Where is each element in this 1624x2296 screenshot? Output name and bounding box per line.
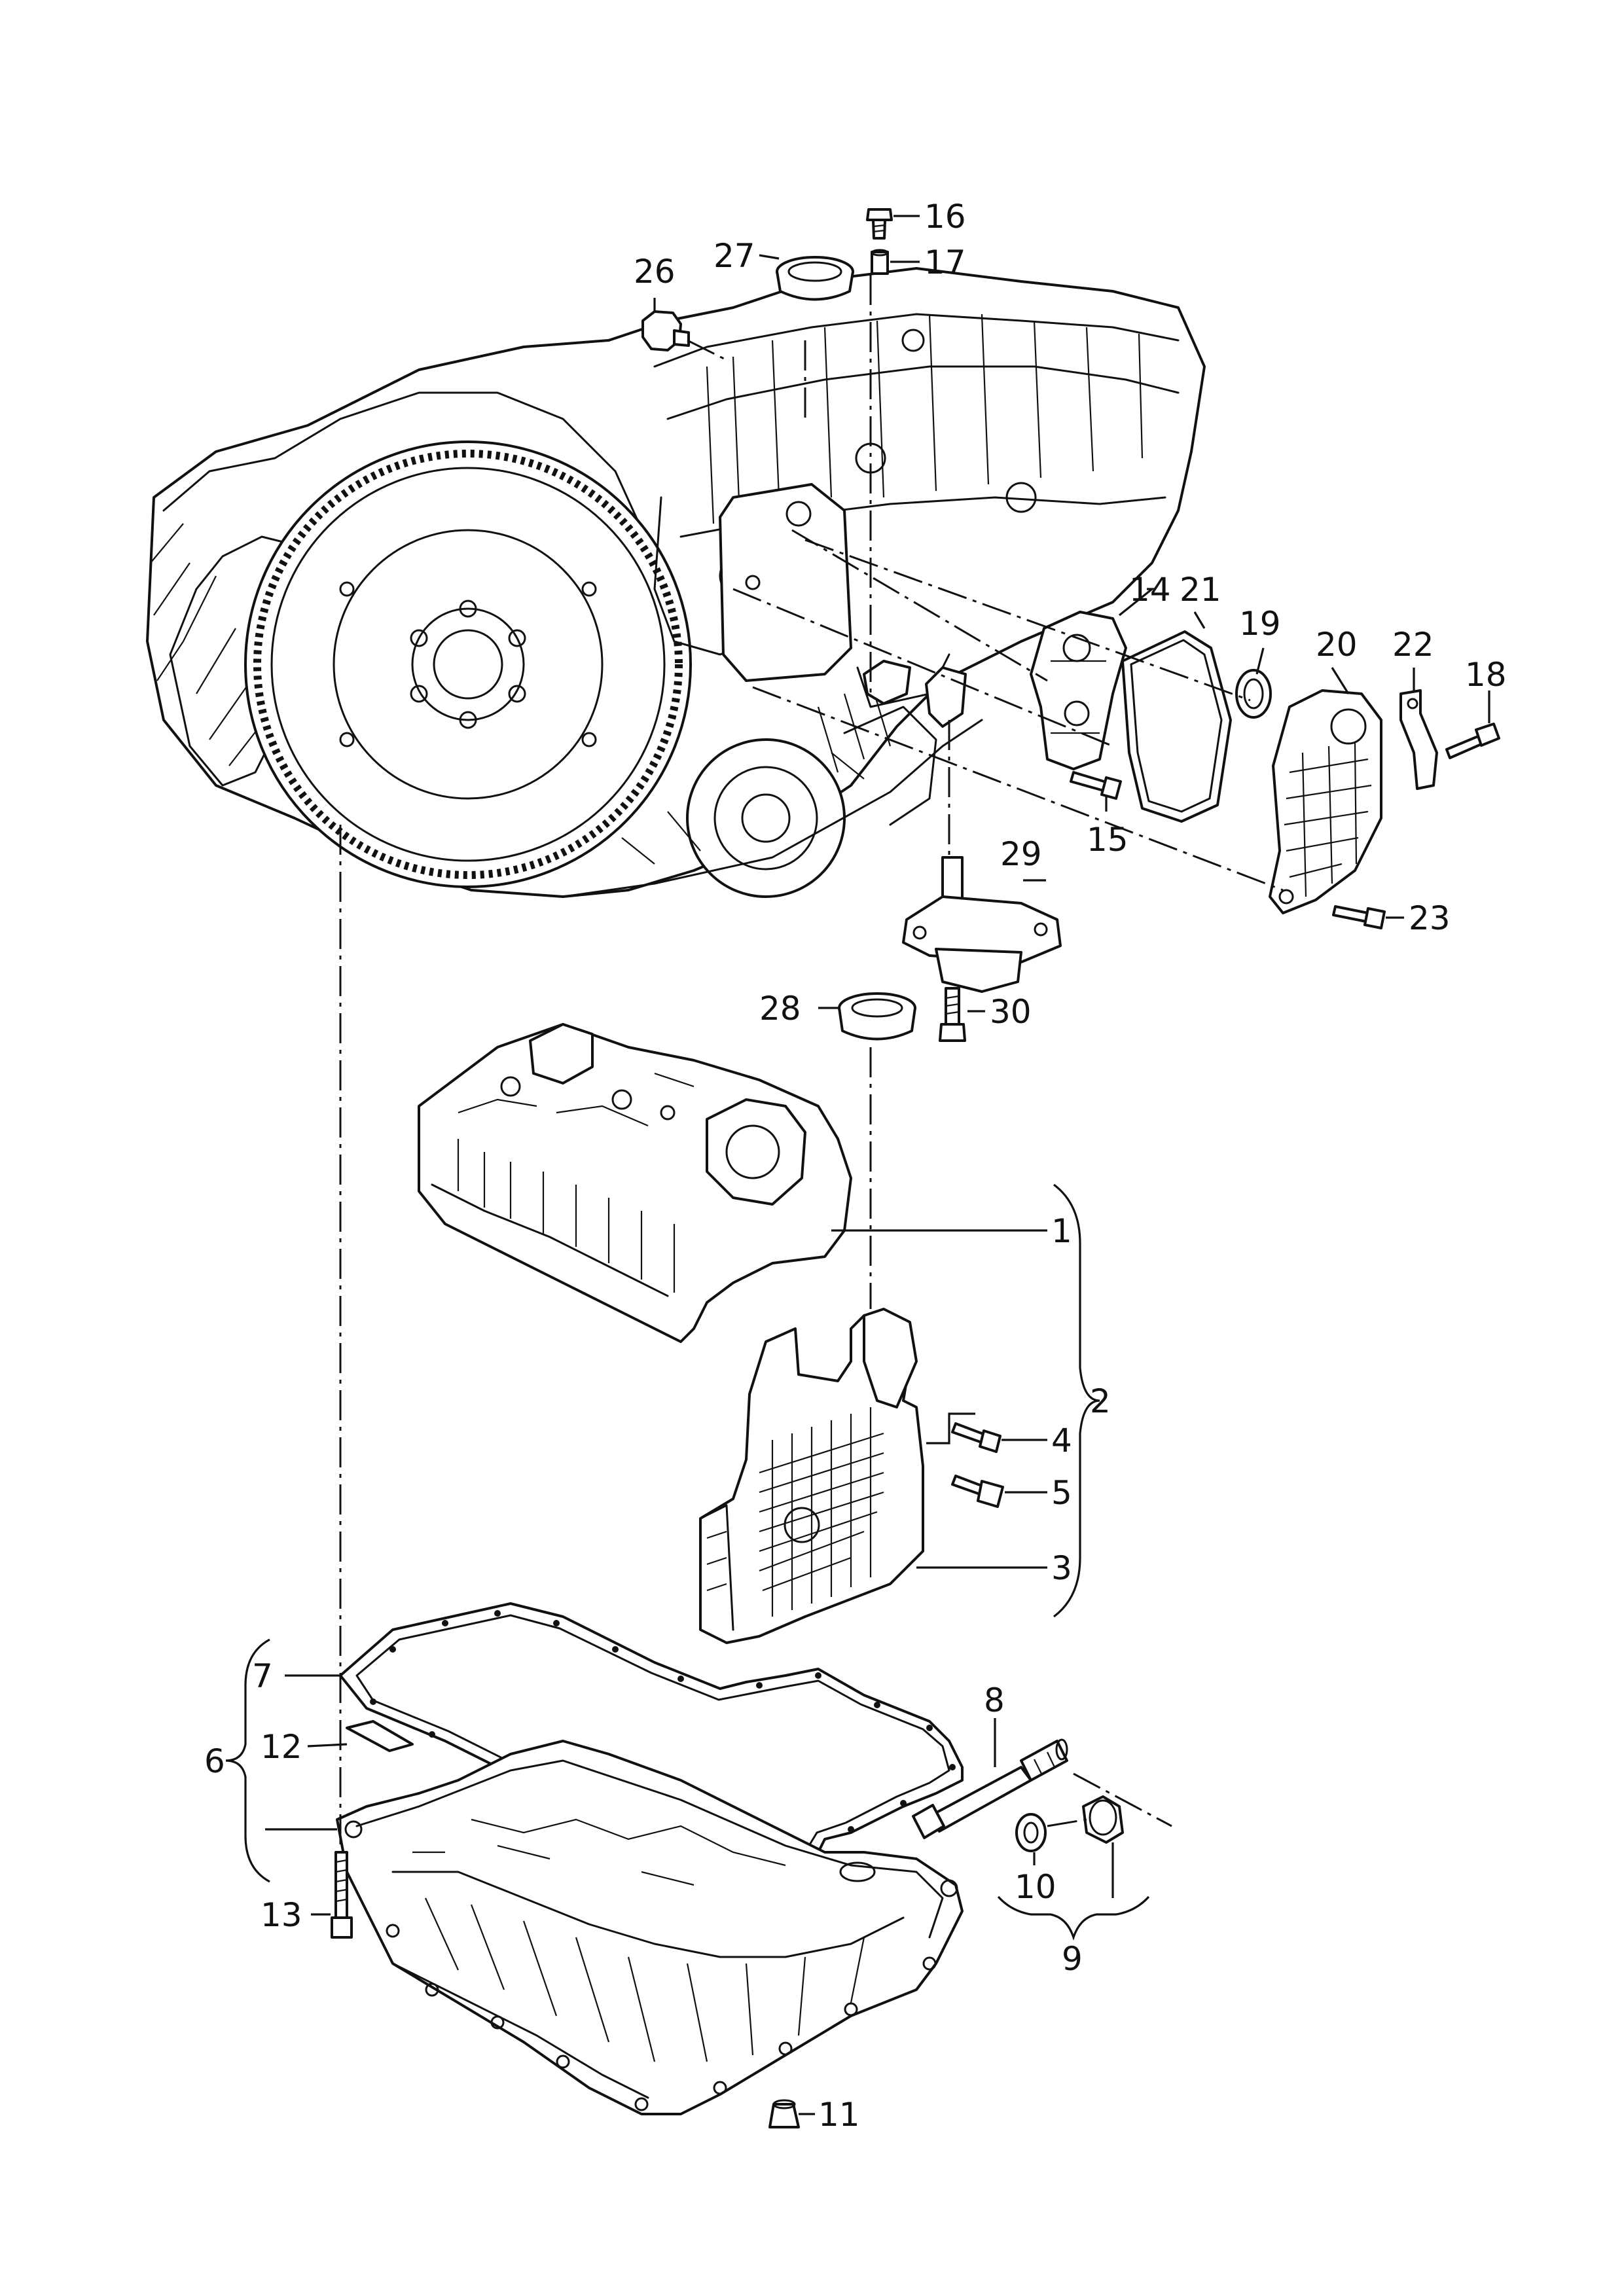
cover-20 — [1269, 689, 1382, 914]
alignment-lines — [339, 275, 1284, 1852]
bolt-16 — [866, 208, 893, 240]
callout-6: 6 — [204, 1742, 225, 1780]
callout-2: 2 — [1090, 1382, 1111, 1420]
brace-2 — [1053, 1183, 1100, 1618]
sleeve-17 — [871, 249, 889, 275]
brace-9 — [997, 1895, 1150, 1941]
callout-8: 8 — [984, 1681, 1005, 1719]
plug-26 — [641, 310, 690, 351]
callout-13: 13 — [261, 1896, 302, 1934]
callout-12: 12 — [261, 1728, 302, 1766]
bolt-30 — [939, 987, 966, 1042]
bolt-18 — [1445, 723, 1500, 759]
drive-plate — [244, 440, 692, 888]
callout-20: 20 — [1316, 626, 1358, 664]
callout-15: 15 — [1087, 821, 1128, 859]
callout-27: 27 — [713, 237, 755, 275]
callout-22: 22 — [1392, 626, 1434, 664]
callout-23: 23 — [1409, 899, 1451, 937]
callout-7: 7 — [252, 1657, 273, 1695]
callout-26: 26 — [634, 253, 676, 291]
bolt-23 — [1332, 905, 1386, 929]
bolt-5 — [951, 1475, 1004, 1508]
callout-14: 14 — [1129, 571, 1171, 609]
callout-17: 17 — [924, 243, 966, 281]
bolt-15 — [1070, 771, 1122, 800]
seal-ring-10 — [1015, 1813, 1047, 1852]
callout-21: 21 — [1180, 571, 1221, 609]
oil-pan — [336, 1740, 964, 2115]
callout-28: 28 — [759, 990, 801, 1028]
seal-27 — [776, 256, 854, 301]
pump-29 — [902, 856, 1062, 993]
callout-4: 4 — [1051, 1422, 1072, 1460]
drain-plug-11 — [768, 2099, 800, 2128]
control-module-3 — [699, 1308, 924, 1644]
bolt-4 — [951, 1422, 1001, 1453]
callout-numbers: 1 2 3 4 5 6 7 8 9 10 11 12 13 14 15 16 1… — [204, 198, 1507, 2134]
plug-9 — [1082, 1795, 1124, 1844]
label-12 — [346, 1720, 414, 1752]
callout-19: 19 — [1239, 605, 1281, 643]
callout-29: 29 — [1000, 835, 1042, 873]
filter-pipe-8 — [912, 1738, 1068, 1839]
callout-9: 9 — [1062, 1940, 1083, 1978]
callout-16: 16 — [924, 198, 966, 236]
brace-6 — [225, 1638, 270, 1883]
callout-30: 30 — [990, 993, 1032, 1031]
seal-28 — [838, 992, 916, 1041]
valve-body-1 — [418, 1023, 852, 1343]
callout-3: 3 — [1051, 1549, 1072, 1587]
leader-lines — [265, 215, 1490, 2115]
callout-18: 18 — [1465, 656, 1507, 694]
callout-10: 10 — [1015, 1868, 1056, 1906]
bolt-13 — [331, 1851, 353, 1939]
seal-19 — [1235, 669, 1272, 719]
callout-11: 11 — [818, 2096, 860, 2134]
callout-1: 1 — [1051, 1212, 1072, 1250]
bracket-22 — [1399, 689, 1438, 790]
gasket-21 — [1121, 630, 1232, 823]
mechatronic-cover-14 — [1030, 611, 1127, 770]
callout-5: 5 — [1051, 1474, 1072, 1512]
transmission-housing — [146, 267, 1206, 898]
